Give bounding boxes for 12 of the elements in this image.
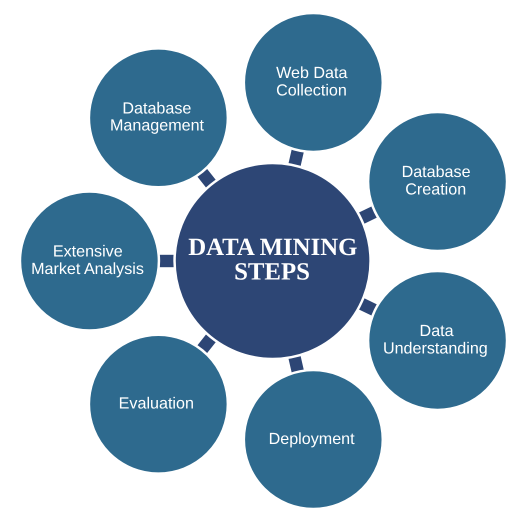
node-circle: Web Data Collection <box>242 12 384 154</box>
connector <box>196 168 216 188</box>
node-circle: Database Creation <box>366 110 508 252</box>
node-circle: Extensive Market Analysis <box>18 190 160 332</box>
connector <box>196 334 216 354</box>
connector <box>358 206 378 224</box>
node-circle: Data Understanding <box>366 270 508 412</box>
node-circle: DATA MINING STEPS <box>173 162 372 360</box>
node-circle: Deployment <box>242 368 384 510</box>
connector <box>288 356 304 374</box>
connector <box>158 254 174 268</box>
connector <box>288 148 304 166</box>
